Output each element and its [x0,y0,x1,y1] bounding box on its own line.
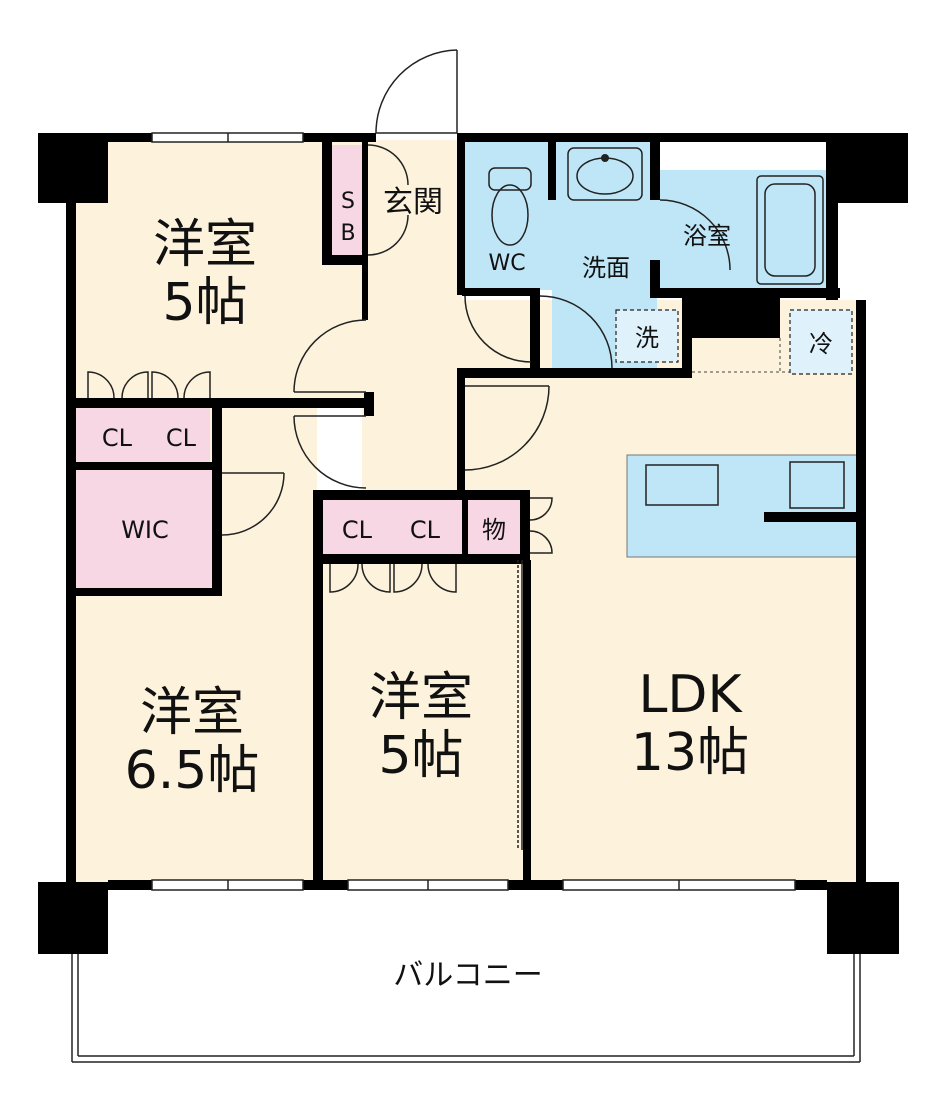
western-room-top-floor [72,140,362,402]
kitchen-sink-icon [645,464,719,506]
western-top-name: 洋室 [153,215,257,275]
cl-top-left-label: CL [102,424,133,452]
mono-floor [466,500,522,554]
wc-floor [462,140,552,290]
bath-floor [657,170,827,290]
doors[interactable] [87,49,731,593]
washer-label: 洗 [635,324,659,352]
bathtub-icon [756,175,824,285]
western-center-size: 5帖 [378,726,463,786]
bath-label: 浴室 [683,222,731,250]
toilet-tank-icon [488,167,532,191]
cl-mid-floor [322,500,462,554]
mono-label: 物 [482,516,506,544]
fridge-label: 冷 [809,330,833,358]
ldk-name: LDK [638,665,743,725]
sink-icon [567,147,643,201]
windows [151,132,796,891]
cl-top-floor [76,408,210,462]
washer-box [615,309,679,363]
ldk-size: 13帖 [631,723,749,783]
sb-label-bottom: B [340,221,355,246]
hall-floor [362,140,462,495]
sb-floor [332,145,364,255]
balcony [71,892,861,1063]
labels: 洋室 5帖 洋室 6.5帖 洋室 5帖 LDK 13帖 玄関 WC 洗面 浴室 … [102,185,833,993]
western-left-name: 洋室 [140,683,244,743]
cl-top-right-label: CL [166,424,197,452]
fridge-box [789,309,853,375]
western-top-size: 5帖 [162,273,247,333]
cl-mid-left-label: CL [342,516,373,544]
toilet-bowl-icon [491,184,529,246]
fixtures [488,147,853,509]
stove-icon [789,461,845,509]
sb-label-top: S [341,189,355,214]
kitchen-counter [626,454,858,558]
balcony-label: バルコニー [393,958,542,993]
entrance-label: 玄関 [383,185,443,220]
western-center-name: 洋室 [369,668,473,728]
western-left-size: 6.5帖 [125,741,260,801]
wc-label: WC [488,251,525,276]
cl-mid-right-label: CL [410,516,441,544]
wic-label: WIC [121,516,169,544]
walls [38,133,908,954]
washroom-label: 洗面 [582,254,630,282]
wic-floor [76,470,214,588]
